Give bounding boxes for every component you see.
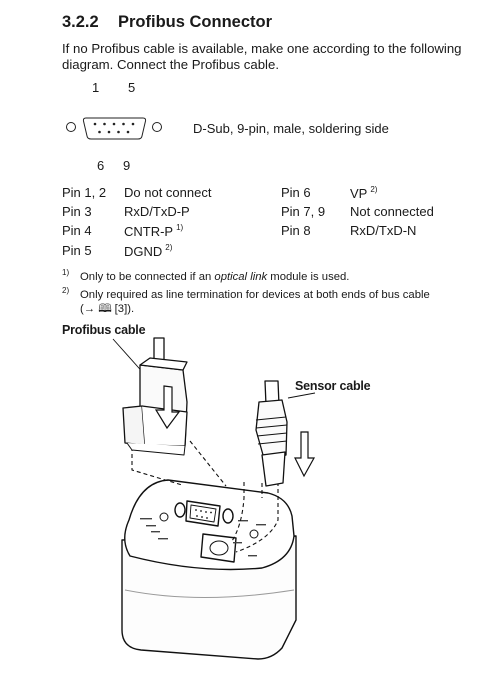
leader-line bbox=[287, 392, 316, 399]
pin-label: Pin 5 bbox=[62, 243, 92, 258]
sensor-socket bbox=[200, 533, 237, 563]
pin-value: RxD/TxD-N bbox=[350, 223, 417, 238]
sensor-plug bbox=[255, 380, 288, 487]
sensor-cable-label: Sensor cable bbox=[295, 379, 371, 393]
pin-number-top-right: 5 bbox=[128, 80, 136, 95]
d-sub-connector-icon bbox=[174, 500, 234, 527]
pin-number-bottom-left: 6 bbox=[97, 158, 105, 173]
pin-label: Pin 7, 9 bbox=[281, 204, 326, 219]
profibus-plug bbox=[122, 337, 188, 456]
profibus-cable-label: Profibus cable bbox=[62, 323, 146, 337]
pin-label: Pin 1, 2 bbox=[62, 185, 107, 200]
guide-lines bbox=[131, 440, 279, 553]
down-arrow-icon bbox=[294, 431, 316, 478]
footnote-ref: 2) bbox=[165, 243, 173, 252]
d-sub-connector-icon bbox=[66, 117, 162, 140]
device-markings bbox=[140, 518, 266, 557]
pin-label: Pin 4 bbox=[62, 223, 92, 238]
section-title: Profibus Connector bbox=[118, 13, 273, 31]
footnote-ref: 1) bbox=[176, 223, 184, 232]
mounting-hole-icon bbox=[152, 122, 162, 132]
pin-value: Not connected bbox=[350, 204, 434, 219]
down-arrow-icon bbox=[154, 385, 181, 430]
sensor-device bbox=[121, 479, 297, 660]
footnote-ref: 2) bbox=[370, 185, 378, 194]
footnote-mark: 1) bbox=[62, 268, 70, 277]
section-number: 3.2.2 bbox=[62, 13, 99, 31]
footnote-2-line1: Only required as line termination for de… bbox=[80, 289, 430, 301]
intro-paragraph: If no Profibus cable is available, make … bbox=[62, 41, 462, 72]
pin-value: Do not connect bbox=[124, 185, 212, 200]
pin-value: RxD/TxD-P bbox=[124, 204, 190, 219]
mounting-hole-icon bbox=[66, 122, 76, 132]
pin-label: Pin 3 bbox=[62, 204, 92, 219]
footnote-mark: 2) bbox=[62, 286, 70, 295]
pin-number-top-left: 1 bbox=[92, 80, 100, 95]
footnote-2-line2: (→ 🕮 [3]). bbox=[80, 303, 135, 315]
footnote-1: Only to be connected if an optical link … bbox=[80, 271, 350, 283]
pin-number-bottom-right: 9 bbox=[123, 158, 131, 173]
connector-description: D-Sub, 9-pin, male, soldering side bbox=[193, 121, 389, 136]
pin-label: Pin 8 bbox=[281, 223, 311, 238]
pin-label: Pin 6 bbox=[281, 185, 311, 200]
